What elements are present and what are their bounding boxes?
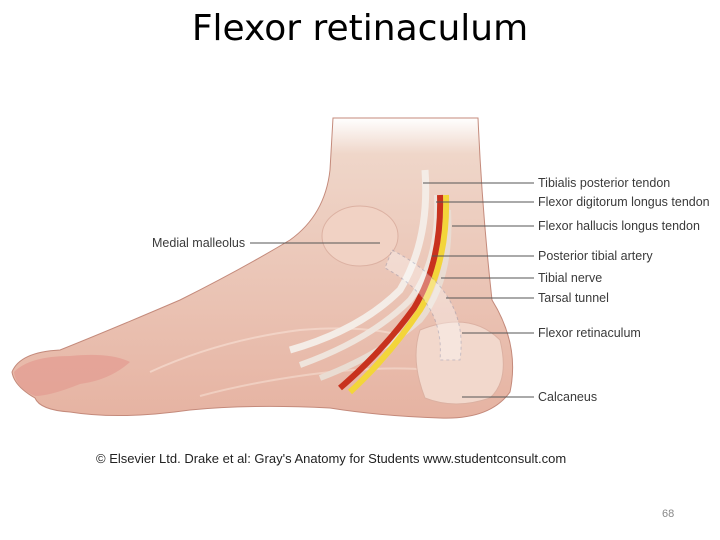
label-medial-malleolus: Medial malleolus	[152, 236, 245, 250]
tendon-tibialis-posterior	[289, 169, 430, 354]
label-fhl: Flexor hallucis longus tendon	[538, 219, 700, 233]
label-nerve: Tibial nerve	[538, 271, 602, 285]
tibial-nerve	[347, 194, 450, 395]
label-fdl: Flexor digitorum longus tendon	[538, 195, 710, 209]
flexor-retinaculum-band	[384, 249, 462, 361]
tendon-flexor-hallucis-longus	[318, 209, 452, 381]
slide-title: Flexor retinaculum	[191, 8, 529, 49]
label-artery: Posterior tibial artery	[538, 249, 653, 263]
copyright-credit: © Elsevier Ltd. Drake et al: Gray's Anat…	[96, 451, 567, 466]
page-number: 68	[662, 508, 675, 520]
calcaneus-bone	[415, 321, 504, 405]
label-calcaneus: Calcaneus	[538, 390, 597, 404]
label-tibialis-posterior: Tibialis posterior tendon	[538, 176, 670, 190]
label-tunnel: Tarsal tunnel	[538, 291, 609, 305]
posterior-tibial-artery	[338, 194, 444, 391]
medial-malleolus-bone	[321, 205, 399, 267]
toe-shading	[14, 354, 130, 396]
label-retinaculum: Flexor retinaculum	[538, 326, 641, 340]
